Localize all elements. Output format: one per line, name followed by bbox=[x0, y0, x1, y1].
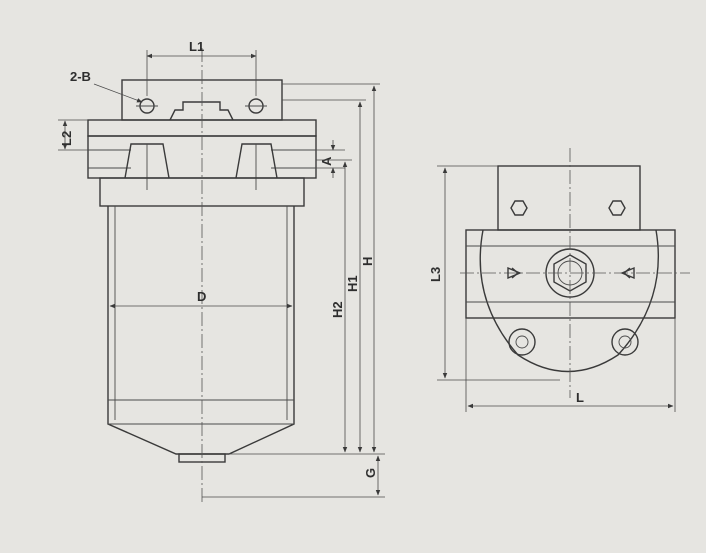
label-h: H bbox=[360, 257, 375, 266]
label-2b: 2-B bbox=[70, 69, 91, 84]
top-view: L3 L bbox=[428, 148, 690, 412]
bracket-nut-right bbox=[608, 200, 626, 216]
label-l2: L2 bbox=[59, 131, 74, 146]
label-d: D bbox=[197, 289, 206, 304]
label-h2: H2 bbox=[330, 301, 345, 318]
lower-bolt-right bbox=[611, 328, 639, 356]
lower-bolt-left bbox=[508, 328, 536, 356]
label-l3: L3 bbox=[428, 267, 443, 282]
bowl-outline bbox=[479, 229, 659, 373]
head-band bbox=[465, 229, 676, 319]
label-l1: L1 bbox=[189, 39, 204, 54]
top-bracket bbox=[497, 165, 641, 231]
label-g: G bbox=[363, 468, 378, 478]
bracket-nut-left bbox=[510, 200, 528, 216]
label-l: L bbox=[576, 390, 584, 405]
top-nut bbox=[169, 101, 234, 121]
filter-bowl bbox=[107, 206, 295, 455]
leader-2b bbox=[93, 83, 143, 103]
boss-right bbox=[235, 143, 278, 179]
front-view: D L1 2-B L2 A H2 H1 H bbox=[58, 39, 385, 505]
label-h1: H1 bbox=[345, 275, 360, 292]
label-a: A bbox=[319, 156, 334, 166]
